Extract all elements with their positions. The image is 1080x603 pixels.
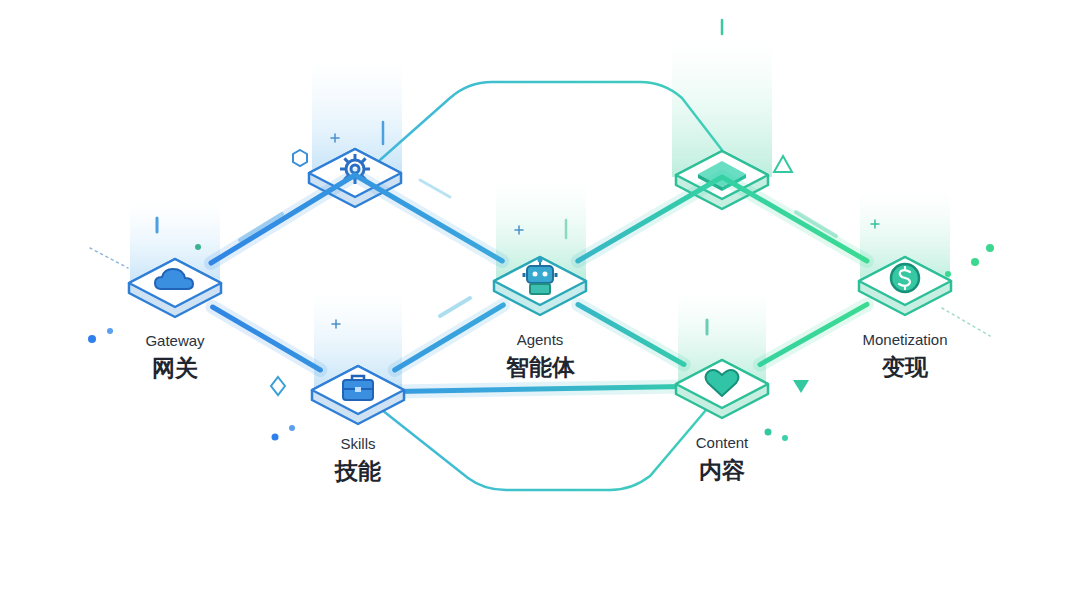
tile-shape — [310, 362, 406, 422]
connector-line — [396, 387, 684, 392]
connector-glow — [396, 387, 684, 392]
english-label: Gateway — [145, 331, 204, 351]
connector-line — [213, 307, 321, 370]
node-label: Skills技能 — [335, 434, 381, 486]
connector-line — [578, 177, 867, 261]
node-label: Agents智能体 — [506, 330, 575, 382]
flow-connector — [213, 307, 321, 370]
node-label: Content内容 — [696, 433, 749, 485]
loop-line — [380, 82, 722, 160]
platform-tile: Skills技能 — [310, 362, 406, 422]
platform-tile: Monetization变现 — [857, 253, 953, 313]
tile-icon — [706, 370, 739, 396]
tile-icon — [524, 258, 556, 295]
chinese-label: 变现 — [862, 352, 947, 382]
decoration — [90, 20, 990, 395]
tile-icon — [343, 376, 373, 400]
node-label: Monetization变现 — [862, 330, 947, 382]
connector-line — [578, 305, 684, 365]
flow-connector — [211, 175, 502, 263]
connector-line — [211, 175, 502, 263]
tile-shape — [674, 356, 770, 416]
flow-connector — [396, 387, 684, 392]
tile-shape — [492, 253, 588, 313]
connector-glow — [578, 305, 684, 365]
flow-connector — [578, 305, 684, 365]
connector-glow — [213, 307, 321, 370]
chinese-label: 内容 — [696, 455, 749, 485]
english-label: Agents — [506, 330, 575, 350]
light-beam — [130, 40, 950, 390]
chinese-label: 技能 — [335, 456, 381, 486]
flow-connector — [578, 177, 867, 261]
english-label: Skills — [335, 434, 381, 454]
connector-line — [760, 304, 867, 364]
english-label: Monetization — [862, 330, 947, 350]
tile-shape — [857, 253, 953, 313]
english-label: Content — [696, 433, 749, 453]
connector-glow — [578, 177, 867, 261]
node-label: Gateway网关 — [145, 331, 204, 383]
tile-icon — [891, 264, 919, 292]
connector-glow — [211, 175, 502, 263]
tile-icon — [155, 269, 193, 289]
connector-glow — [760, 304, 867, 364]
connector-glow — [395, 305, 504, 370]
flow-connector — [395, 305, 504, 370]
platform-tile: Agents智能体 — [492, 253, 588, 313]
tile-shape — [127, 255, 223, 315]
chinese-label: 智能体 — [506, 352, 575, 382]
platform-tile: Gateway网关 — [127, 255, 223, 315]
connector-line — [395, 305, 504, 370]
decoration-dot — [88, 244, 994, 441]
platform-tile: Content内容 — [674, 356, 770, 416]
chinese-label: 网关 — [145, 353, 204, 383]
flow-connector — [760, 304, 867, 364]
loop-line — [382, 410, 706, 490]
